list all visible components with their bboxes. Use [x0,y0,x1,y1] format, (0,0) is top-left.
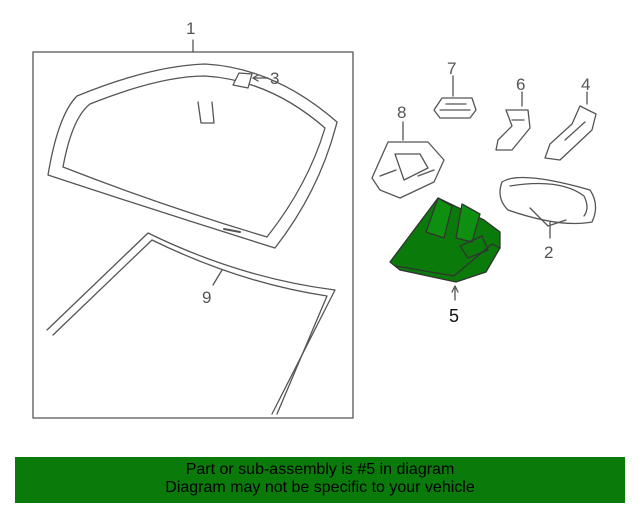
callout-7: 7 [447,59,456,78]
windshield-glass [47,63,338,249]
part-2-mirror [499,176,597,227]
leader-line-9 [212,269,223,286]
part-3-clip [232,72,253,89]
callout-2: 2 [544,243,553,262]
callout-9: 9 [202,288,211,307]
callout-4: 4 [581,75,590,94]
part-7-cover [433,97,477,119]
callout-6: 6 [516,75,525,94]
part-8-mount [371,141,445,199]
parts-diagram: 1 2 3 4 5 6 7 8 9 [32,19,597,419]
part-5-housing [389,197,501,283]
callout-3: 3 [270,69,279,88]
callout-8: 8 [397,103,406,122]
notice-line-1: Part or sub-assembly is #5 in diagram [185,461,455,478]
callout-1: 1 [186,19,195,38]
part-6-bracket [495,109,531,151]
notice-banner: Part or sub-assembly is #5 in diagram Di… [15,457,625,503]
callout-5: 5 [449,306,459,326]
part-4-bracket [544,105,597,161]
windshield-molding [46,232,336,415]
notice-line-2: Diagram may not be specific to your vehi… [165,479,475,496]
